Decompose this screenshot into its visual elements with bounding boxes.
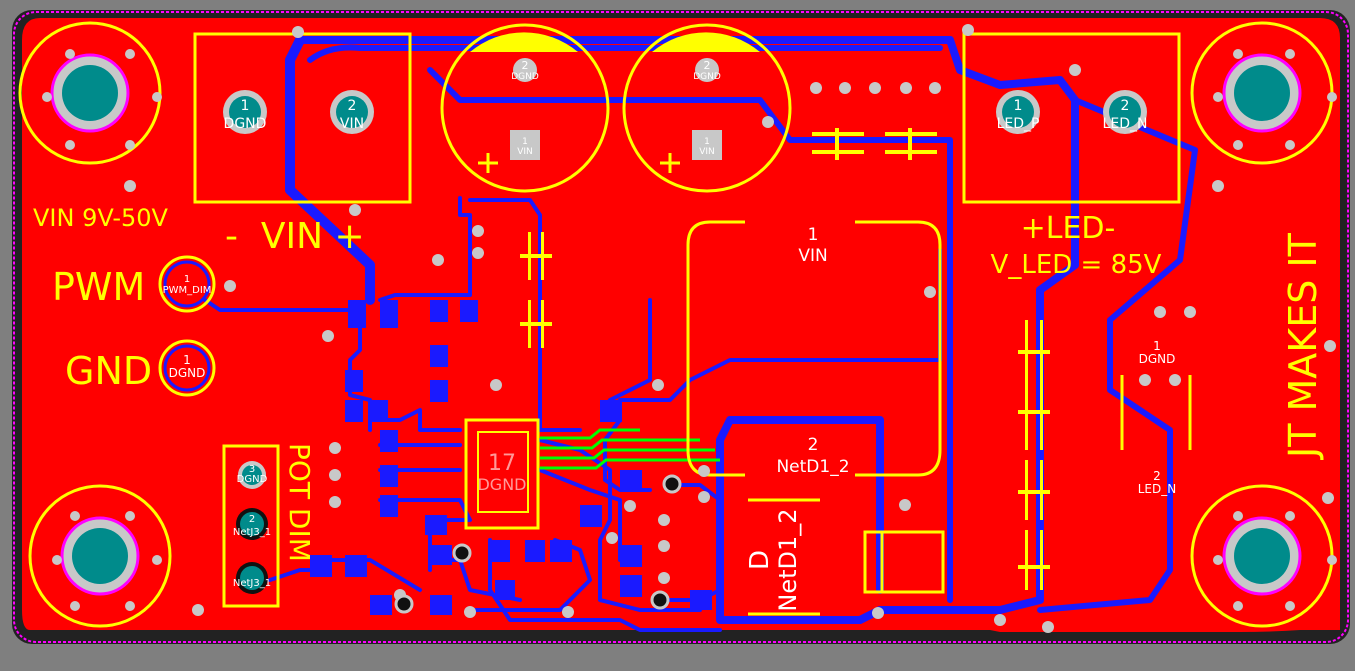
inductor-pad-1-net: VIN <box>798 246 827 266</box>
pwm-pad-net: PWM_DIM <box>163 285 212 296</box>
pot-pad-3-number: 3 <box>249 464 255 475</box>
pwm-label: PWM <box>52 265 145 309</box>
vin-pad-2-number: 2 <box>348 98 357 114</box>
cap1-pad-2-net: DGND <box>511 72 539 82</box>
sense-pad-2-number: 2 <box>1153 469 1161 483</box>
electrolytic-capacitor-2 <box>622 23 792 193</box>
inductor-pad-1-number: 1 <box>808 225 819 245</box>
led-pad-1-net: LED_P <box>997 116 1040 132</box>
dark-vias <box>394 474 682 614</box>
diode-ref: D <box>745 550 775 570</box>
sense-pad-1-net: DGND <box>1139 352 1176 366</box>
driver-ic <box>464 418 540 530</box>
led-pad-2-net: LED_N <box>1103 116 1148 132</box>
copper-pour-top <box>22 18 1340 632</box>
pwm-pad <box>158 255 216 313</box>
vin-pad-1-number: 1 <box>241 98 250 114</box>
v-led-label: V_LED = 85V <box>991 250 1162 280</box>
led-polarity-label: +LED- <box>1021 211 1116 246</box>
ic-pad-number: 17 <box>488 451 516 476</box>
gnd-pad <box>158 339 216 397</box>
vin-polarity-label: - VIN + <box>225 216 365 257</box>
ic-pad-net: DGND <box>477 475 526 494</box>
pot-pad-2-number: 2 <box>249 514 255 525</box>
pwm-pad-number: 1 <box>184 274 190 285</box>
sense-pad-2-net: LED_N <box>1138 482 1176 496</box>
bottom-layer-traces <box>203 35 1198 632</box>
mounting-hole-top-right <box>1190 21 1334 165</box>
highlighted-traces <box>540 428 720 470</box>
electrolytic-capacitor-1 <box>440 23 610 193</box>
led-pad-2-number: 2 <box>1121 98 1130 114</box>
brand-label: JT MAKES IT <box>1281 232 1325 460</box>
cap2-pad-1-number: 1 <box>704 137 710 147</box>
mounting-hole-top-left <box>18 21 162 165</box>
cap1-pad-1-number: 1 <box>522 137 528 147</box>
led-pad-1-number: 1 <box>1014 98 1023 114</box>
vin-pad-2-net: VIN <box>340 116 364 132</box>
pot-connector <box>222 444 280 608</box>
cap1-pad-1-net: VIN <box>517 147 533 157</box>
pot-dim-label: POT DIM <box>283 443 316 562</box>
diode-net: NetD1_2 <box>774 508 802 611</box>
smd-pads <box>310 300 712 615</box>
vin-pad-1-net: DGND <box>224 116 267 132</box>
cap1-pad-2-number: 2 <box>522 59 529 72</box>
sense-pad-1-number: 1 <box>1153 339 1161 353</box>
vin-range-label: VIN 9V-50V <box>33 204 169 232</box>
smd-capacitors <box>520 128 1050 590</box>
board-outline <box>13 11 1349 643</box>
pot-pad-1-net: NetJ3_1 <box>233 578 271 589</box>
inductor-pad-2-net: NetD1_2 <box>776 457 849 477</box>
sense-resistor <box>1120 375 1192 450</box>
gnd-pad-net: DGND <box>169 366 206 380</box>
led-connector <box>962 32 1181 204</box>
gnd-pad-number: 1 <box>183 353 191 367</box>
cap2-pad-2-number: 2 <box>704 59 711 72</box>
pot-pad-2-net: NetJ3_1 <box>233 527 271 538</box>
cap2-pad-2-net: DGND <box>693 72 721 82</box>
pot-pad-3-net: DGND <box>237 474 268 485</box>
cap2-pad-1-net: VIN <box>699 147 715 157</box>
diode-outline <box>748 498 945 616</box>
inductor-pad-2-number: 2 <box>808 435 819 455</box>
gnd-label: GND <box>65 349 152 393</box>
mounting-hole-bottom-left <box>28 484 172 628</box>
